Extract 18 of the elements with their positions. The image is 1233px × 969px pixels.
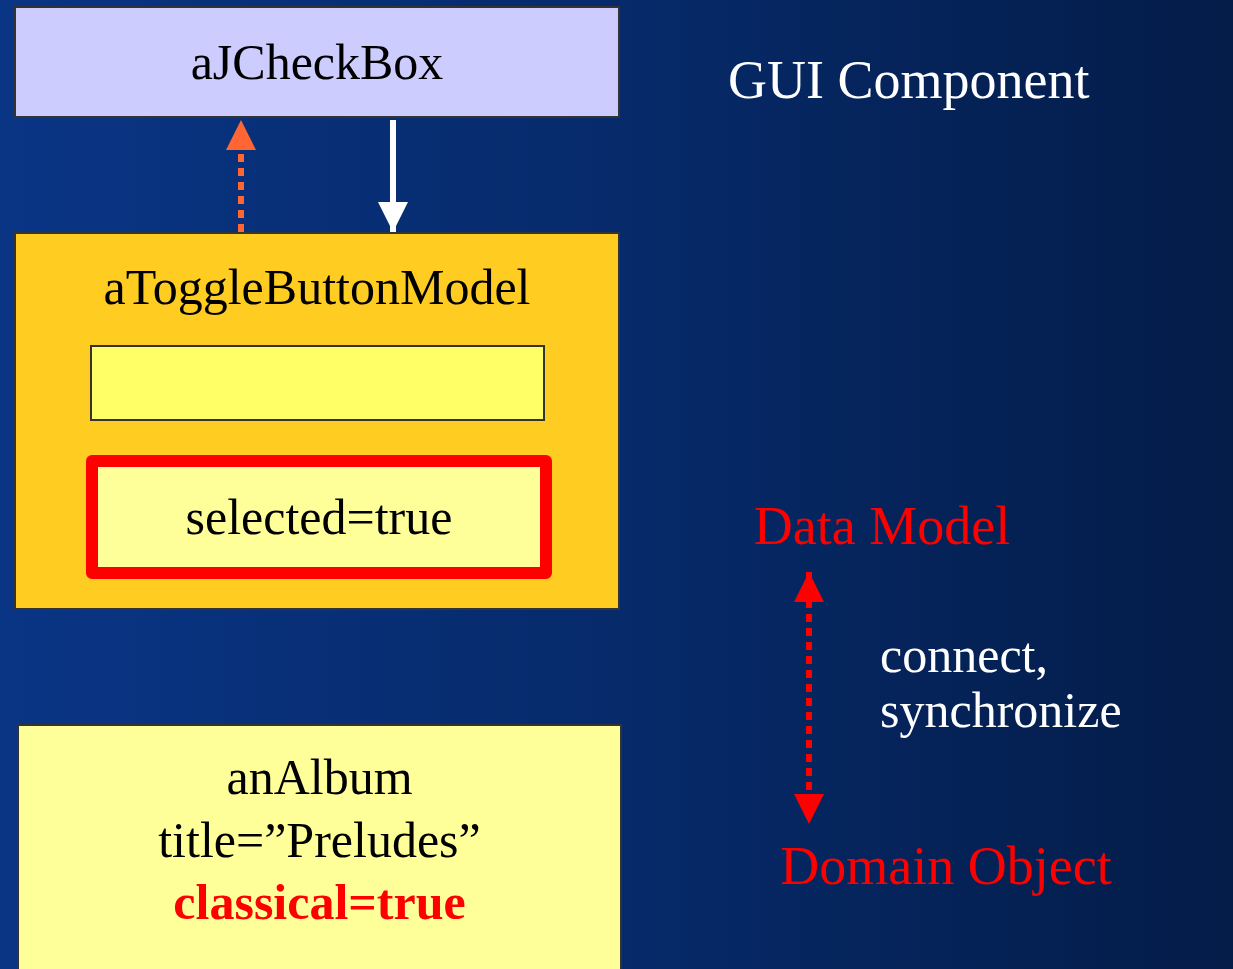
class-box xyxy=(14,6,620,118)
node-text: aJCheckBox xyxy=(190,32,444,92)
object-box xyxy=(17,724,622,969)
node-text: aToggleButtonModel xyxy=(103,258,531,317)
field-box xyxy=(90,345,545,421)
layer-label: GUI Component xyxy=(728,49,1090,112)
node-text: anAlbum xyxy=(226,748,413,807)
arrow xyxy=(794,572,824,824)
node-text: selected=true xyxy=(185,487,453,547)
arrow xyxy=(226,120,256,232)
node-text: Data Model xyxy=(753,495,1011,559)
property-box xyxy=(86,455,552,579)
node-text: title=”Preludes” xyxy=(158,810,481,870)
node-text: Domain Object xyxy=(780,835,1112,899)
node-text: classical=true xyxy=(173,873,466,932)
arrow xyxy=(378,120,408,232)
model-box xyxy=(14,232,620,610)
edge-label: connect, synchronize xyxy=(880,628,1123,738)
